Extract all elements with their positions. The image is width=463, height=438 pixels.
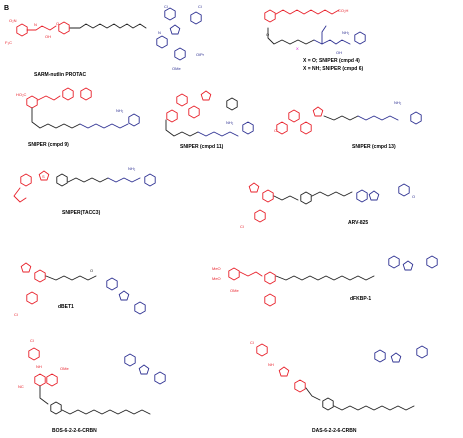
structure-bos-crbn: Cl NH NC OMe BOS-6-2-2-6-CRBN	[18, 338, 166, 434]
atom-label: Cl	[14, 312, 18, 317]
structure-das-crbn: Cl NH DAS-6-2-2-6-CRBN	[250, 340, 428, 434]
atom-label: O	[274, 128, 277, 133]
structure-sarm-nutlin: O₂N F₃C N OH O Cl Cl OiPr OMe N SARM-nut…	[5, 4, 205, 78]
compound-label: SNIPER(TACC3)	[62, 210, 101, 216]
atom-label: Cl	[250, 340, 254, 345]
atom-label: NC	[18, 384, 24, 389]
atom-label: F₃C	[5, 40, 12, 45]
atom-label: X	[296, 46, 299, 51]
atom-label: Cl	[30, 338, 34, 343]
structure-dfkbp-1: MeO MeO OMe dFKBP-1	[212, 255, 438, 307]
structure-sniper-9: HO₂C NH₂ SNIPER (cmpd 9)	[16, 87, 140, 148]
atom-label: NH₂	[342, 30, 350, 35]
compound-label: BOS-6-2-2-6-CRBN	[52, 428, 97, 434]
panel-letter: B	[4, 5, 9, 12]
structure-arv-825: Cl O ARV-825	[240, 182, 415, 229]
atom-label: NH₂	[394, 100, 402, 105]
atom-label: S	[42, 174, 45, 179]
atom-label: NH₂	[226, 120, 234, 125]
atom-label: OiPr	[196, 52, 205, 57]
atom-label: OMe	[60, 366, 69, 371]
structure-sniper-tacc3: S NH₂ SNIPER(TACC3)	[13, 166, 156, 216]
atom-label: OMe	[230, 288, 239, 293]
atom-label: OH	[336, 50, 342, 55]
compound-label: SNIPER (cmpd 13)	[352, 144, 396, 150]
atom-label: CO₂H	[338, 8, 349, 13]
structure-sniper-13: O NH₂ SNIPER (cmpd 13)	[274, 100, 422, 150]
compound-label: dBET1	[58, 304, 74, 310]
atom-label: Cl	[198, 4, 202, 9]
atom-label: NH₂	[116, 108, 124, 113]
compound-label: X = NH; SNIPER (cmpd 6)	[303, 66, 363, 72]
atom-label: O₂N	[9, 18, 17, 23]
atom-label: N	[158, 30, 161, 35]
atom-label: O	[90, 268, 93, 273]
structure-sniper-4-6: CO₂H O X NH₂ OH X = O; SNIPER (cmpd 4) X…	[264, 8, 366, 72]
atom-label: MeO	[212, 276, 221, 281]
atom-label: HO₂C	[16, 92, 27, 97]
atom-label: O	[56, 21, 59, 26]
atom-label: NH₂	[128, 166, 136, 171]
compound-label: X = O; SNIPER (cmpd 4)	[303, 58, 360, 64]
structure-sniper-11: NH₂ SNIPER (cmpd 11)	[165, 90, 254, 150]
atom-label: OH	[45, 34, 51, 39]
compound-label: DAS-6-2-2-6-CRBN	[312, 428, 357, 434]
atom-label: Cl	[164, 4, 168, 9]
compound-label: SARM-nutlin PROTAC	[34, 72, 87, 78]
atom-label: MeO	[212, 266, 221, 271]
atom-label: OMe	[172, 66, 181, 71]
structure-dbet1: Cl O dBET1	[14, 262, 146, 317]
compound-label: ARV-825	[348, 220, 368, 226]
atom-label: N	[34, 22, 37, 27]
compound-label: dFKBP-1	[350, 296, 371, 302]
atom-label: NH	[268, 362, 274, 367]
compound-label: SNIPER (cmpd 11)	[180, 144, 224, 150]
atom-label: Cl	[240, 224, 244, 229]
compound-label: SNIPER (cmpd 9)	[28, 142, 69, 148]
atom-label: O	[266, 32, 269, 37]
atom-label: O	[412, 194, 415, 199]
atom-label: NH	[36, 364, 42, 369]
